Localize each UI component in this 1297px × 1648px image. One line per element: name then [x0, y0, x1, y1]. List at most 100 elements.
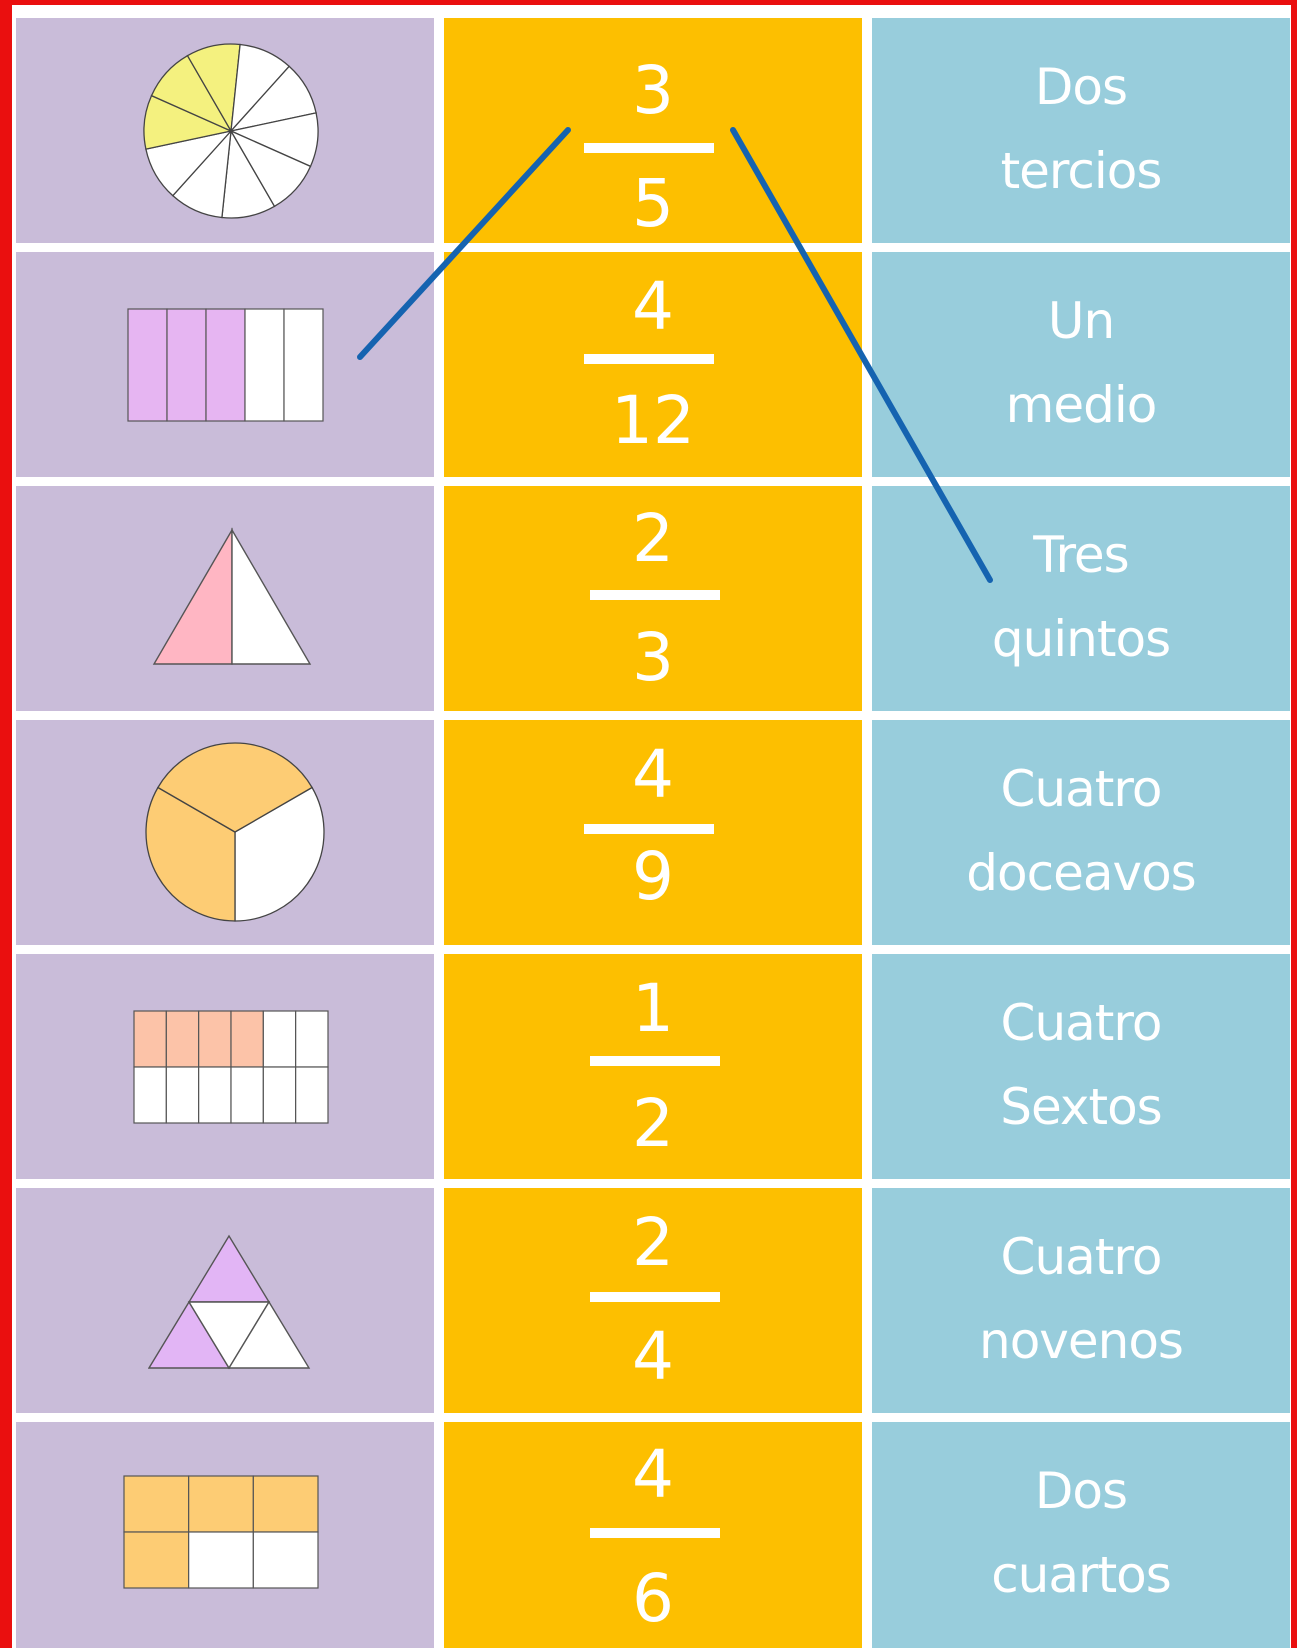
fraction-bar	[590, 1528, 720, 1538]
rect-part	[166, 308, 207, 422]
grid-cell	[252, 1531, 319, 1589]
circle-tenths-icon	[143, 43, 319, 219]
fraction-numerator: 4	[632, 268, 674, 345]
word-cell[interactable]: Un medio	[872, 252, 1290, 477]
fraction-bar	[590, 1056, 720, 1066]
frame-right-border	[1291, 0, 1297, 1648]
triangle-part	[152, 527, 233, 665]
circle-thirds-icon	[145, 742, 325, 922]
fraction-denominator: 9	[632, 838, 674, 915]
grid-cell	[188, 1531, 254, 1589]
fraction-cell[interactable]: 4 9	[444, 720, 862, 945]
pie-slice	[234, 786, 325, 922]
pie-slice	[157, 742, 313, 833]
fraction-cell[interactable]: 2 3	[444, 486, 862, 711]
pie-slice	[145, 786, 236, 922]
fraction-bar	[584, 354, 714, 364]
grid-cell	[262, 1010, 297, 1068]
fraction-words: Dos tercios	[872, 18, 1290, 243]
picture-cell[interactable]	[16, 1422, 434, 1648]
grid-cell	[198, 1010, 232, 1068]
grid-cell	[262, 1066, 297, 1124]
fraction-denominator: 6	[632, 1560, 674, 1637]
word-line-2: doceavos	[966, 843, 1196, 902]
fraction-bar	[584, 824, 714, 834]
rect-part	[127, 308, 168, 422]
fraction-numerator: 3	[632, 52, 674, 129]
grid-sixths-icon	[123, 1475, 319, 1589]
grid-cell	[295, 1066, 329, 1124]
grid-twelfths-icon	[133, 1010, 329, 1124]
triangle-halves-icon	[152, 527, 312, 665]
word-line-2: novenos	[979, 1311, 1184, 1370]
rect-part	[205, 308, 246, 422]
pie-slice	[229, 129, 312, 208]
word-line-2: medio	[1005, 375, 1158, 434]
grid-cell	[198, 1066, 232, 1124]
fraction-words: Cuatro doceavos	[872, 720, 1290, 945]
word-line-1: Tres	[1033, 525, 1129, 584]
grid-cell	[188, 1475, 254, 1533]
picture-cell[interactable]	[16, 252, 434, 477]
rect-part	[283, 308, 324, 422]
grid-cell	[123, 1531, 190, 1589]
word-cell[interactable]: Dos cuartos	[872, 1422, 1290, 1648]
frame-top-border	[0, 0, 1297, 5]
word-line-2: Sextos	[1000, 1077, 1162, 1136]
fraction-numerator: 4	[632, 1436, 674, 1513]
word-line-1: Un	[1047, 291, 1115, 350]
fraction-bar	[590, 1292, 720, 1302]
grid-cell	[230, 1010, 264, 1068]
word-line-2: cuartos	[991, 1546, 1172, 1604]
triangle-part	[187, 1234, 271, 1303]
fraction-cell[interactable]: 4 12	[444, 252, 862, 477]
triangle-part	[231, 527, 312, 665]
triangle-part	[227, 1300, 311, 1369]
fraction-bar	[584, 143, 714, 153]
word-cell[interactable]: Cuatro doceavos	[872, 720, 1290, 945]
word-cell[interactable]: Cuatro Sextos	[872, 954, 1290, 1179]
fraction-cell[interactable]: 2 4	[444, 1188, 862, 1413]
triangle-quarters-icon	[148, 1234, 311, 1370]
fraction-cell[interactable]: 4 6	[444, 1422, 862, 1648]
word-line-1: Cuatro	[1000, 1227, 1163, 1286]
grid-cell	[230, 1066, 264, 1124]
word-cell[interactable]: Cuatro novenos	[872, 1188, 1290, 1413]
grid-cell	[295, 1010, 329, 1068]
picture-cell[interactable]	[16, 1188, 434, 1413]
fraction-cell[interactable]: 1 2	[444, 954, 862, 1179]
rect-part	[244, 308, 285, 422]
fraction-words: Cuatro novenos	[872, 1188, 1290, 1413]
fraction-numerator: 4	[632, 736, 674, 813]
fraction-denominator: 5	[632, 165, 674, 242]
word-cell[interactable]: Tres quintos	[872, 486, 1290, 711]
fraction-words: Un medio	[872, 252, 1290, 477]
picture-cell[interactable]	[16, 486, 434, 711]
grid-cell	[252, 1475, 319, 1533]
word-cell[interactable]: Dos tercios	[872, 18, 1290, 243]
fraction-numerator: 1	[632, 970, 674, 1047]
fraction-bar	[590, 590, 720, 600]
fraction-denominator: 12	[611, 382, 695, 459]
word-line-1: Cuatro	[1000, 759, 1163, 818]
grid-cell	[165, 1066, 200, 1124]
grid-cell	[123, 1475, 190, 1533]
fraction-numerator: 2	[632, 500, 674, 577]
word-line-2: quintos	[991, 609, 1171, 668]
fraction-numerator: 2	[632, 1204, 674, 1281]
picture-cell[interactable]	[16, 720, 434, 945]
fraction-words: Dos cuartos	[872, 1422, 1290, 1648]
frame-left-border	[0, 0, 12, 1648]
word-line-1: Dos	[1034, 1462, 1128, 1520]
fraction-denominator: 3	[632, 619, 674, 696]
grid-cell	[165, 1010, 200, 1068]
fraction-denominator: 4	[632, 1318, 674, 1395]
word-line-1: Dos	[1034, 57, 1128, 116]
rectangle-fifths-icon	[127, 308, 324, 422]
fraction-denominator: 2	[632, 1085, 674, 1162]
picture-cell[interactable]	[16, 954, 434, 1179]
grid-cell	[133, 1066, 167, 1124]
fraction-cell[interactable]: 3 5	[444, 18, 862, 243]
picture-cell[interactable]	[16, 18, 434, 243]
